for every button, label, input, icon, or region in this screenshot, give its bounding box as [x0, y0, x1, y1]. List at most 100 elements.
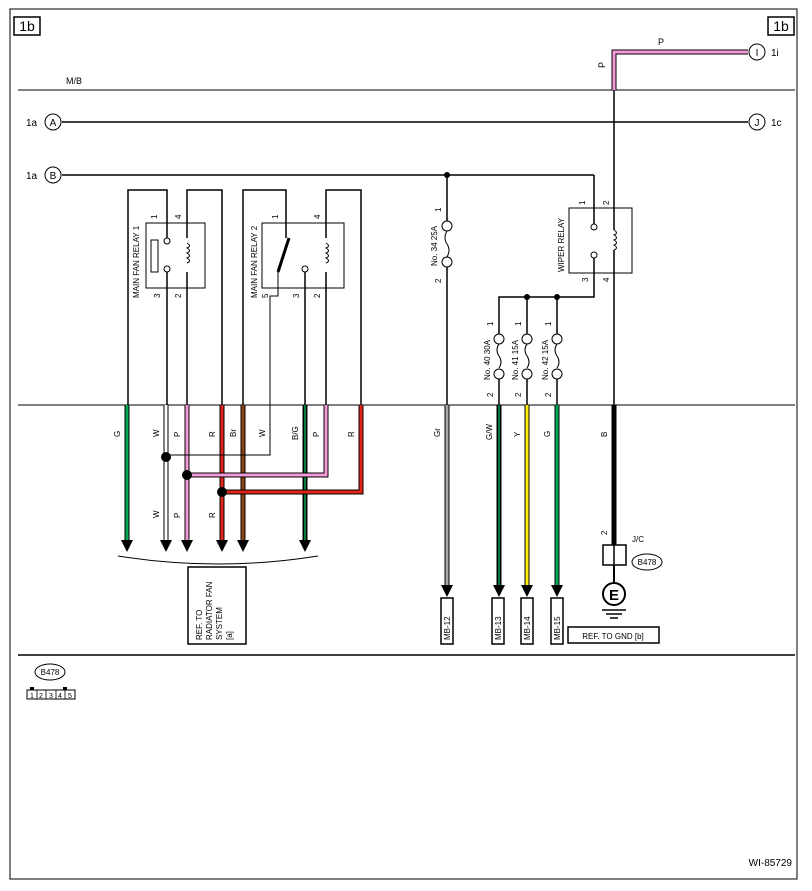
wiper-terminal-3 — [590, 251, 598, 259]
fuse41-icon — [524, 343, 530, 369]
relay2-pin5: 5 — [261, 293, 270, 298]
connector-i-label: 1i — [771, 48, 779, 59]
fuse40-label: No. 40 30A — [483, 339, 492, 380]
wire-w2 — [166, 405, 271, 456]
wire-p2 — [187, 405, 328, 477]
mb15-label: MB-15 — [553, 616, 562, 640]
ref-radiator-box — [187, 566, 247, 645]
page-frame — [9, 8, 798, 880]
arrow-p — [181, 540, 193, 552]
fuse34-pin1: 1 — [434, 207, 443, 212]
connector-a-circle — [44, 113, 62, 131]
main-fan-relay-2-box — [261, 222, 345, 289]
ref-radiator-line4: [a] — [225, 631, 234, 640]
label-wire-r2: R — [347, 431, 356, 437]
fuse42-label: No. 42 15A — [541, 339, 550, 380]
fuse34-label: No. 34 25A — [430, 225, 439, 266]
relay1-terminal-1 — [163, 237, 171, 245]
connector-b-letter: B — [50, 171, 57, 182]
page-tag-left-box — [13, 16, 41, 36]
label-wire-r-lower: R — [208, 512, 217, 518]
label-wire-w2: W — [258, 429, 267, 437]
jc-connector-name: B478 — [638, 558, 657, 567]
fuse40-pin2: 2 — [486, 392, 495, 397]
relay1-pin3: 3 — [153, 293, 162, 298]
wiper-pin2: 2 — [602, 200, 611, 205]
wiper-pin3: 3 — [581, 277, 590, 282]
relay1-contact — [150, 239, 159, 273]
mb14-box — [520, 597, 534, 645]
main-fan-relay-2-label: MAIN FAN RELAY 2 — [250, 225, 259, 298]
connector-j-circle — [748, 113, 766, 131]
label-wire-w-lower: W — [152, 510, 161, 518]
legend-pin-5: 5 — [68, 693, 72, 700]
junction-dot-41 — [524, 294, 530, 300]
label-wire-bg: B/G — [291, 426, 300, 440]
relay1-pin4: 4 — [174, 214, 183, 219]
page-tag-right: 1b — [773, 18, 789, 34]
connector-i-letter: I — [756, 48, 759, 59]
fuse42-icon — [554, 343, 560, 369]
mb14-label: MB-14 — [523, 616, 532, 640]
legend-connector-tag — [34, 663, 66, 681]
junction-dot-42 — [554, 294, 560, 300]
ref-gnd-label: REF. TO GND [b] — [582, 632, 644, 641]
relay1-pin2: 2 — [174, 293, 183, 298]
fuse42-pin2: 2 — [544, 392, 553, 397]
label-wire-p-lower: P — [173, 513, 182, 518]
jc-connector-tag — [631, 553, 663, 571]
connector-b-circle — [44, 166, 62, 184]
ground-e-circle — [602, 582, 626, 606]
legend-key-1 — [30, 687, 34, 690]
fuse41-top-terminal — [521, 333, 533, 345]
wire-r2 — [222, 405, 363, 494]
label-wire-p2: P — [312, 432, 321, 437]
connector-i-circle — [748, 43, 766, 61]
fuse40-pin1: 1 — [486, 321, 495, 326]
label-wire-y: Y — [513, 431, 522, 437]
ref-radiator-line1: REF. TO — [195, 610, 204, 640]
fuse34-icon — [444, 230, 450, 258]
label-wire-gr: Gr — [433, 428, 442, 437]
arrow-gw — [493, 585, 505, 597]
relay1-wire-pin1 — [127, 189, 168, 405]
ground-e-letter: E — [609, 587, 619, 604]
splice-r — [217, 487, 227, 497]
wire-label-p-vert: P — [597, 62, 607, 68]
figure-id: WI-85729 — [749, 858, 793, 869]
fuse42-top-terminal — [551, 333, 563, 345]
relay1-wire-pin4 — [186, 189, 223, 405]
legend-pin-4: 4 — [58, 693, 62, 700]
relay1-coil-icon — [185, 242, 190, 264]
fuse42-bottom-terminal — [551, 368, 563, 380]
wire-label-p-top: P — [658, 37, 664, 47]
jc-pin-label: 2 — [600, 530, 609, 535]
fuse-42: No. 42 15A 1 2 — [541, 321, 563, 405]
mb-label: M/B — [66, 76, 82, 86]
label-wire-gw: G/W — [485, 424, 494, 440]
legend-pin-3: 3 — [49, 693, 53, 700]
arrow-y — [521, 585, 533, 597]
mb12-box — [440, 597, 454, 645]
fuse41-pin2: 2 — [514, 392, 523, 397]
legend-connector-name: B478 — [41, 668, 60, 677]
connector-j-label: 1c — [771, 118, 782, 129]
mb13-label: MB-13 — [494, 616, 503, 640]
arrow-gr — [441, 585, 453, 597]
relay1-pin1: 1 — [150, 214, 159, 219]
splice-p — [182, 470, 192, 480]
legend-pin-2: 2 — [39, 693, 43, 700]
relay2-wire-pin5 — [242, 272, 279, 456]
relay2-wire-pin4 — [325, 189, 362, 405]
connector-a-letter: A — [50, 118, 57, 129]
label-wire-g: G — [113, 431, 122, 437]
mb15-box — [550, 597, 564, 645]
fuse41-label: No. 41 15A — [511, 339, 520, 380]
fuse34-bottom-terminal — [441, 256, 453, 268]
fuse40-icon — [496, 343, 502, 369]
wiper-pin1: 1 — [578, 200, 587, 205]
wiper-pin4: 4 — [602, 277, 611, 282]
fuse41-pin1: 1 — [514, 321, 523, 326]
